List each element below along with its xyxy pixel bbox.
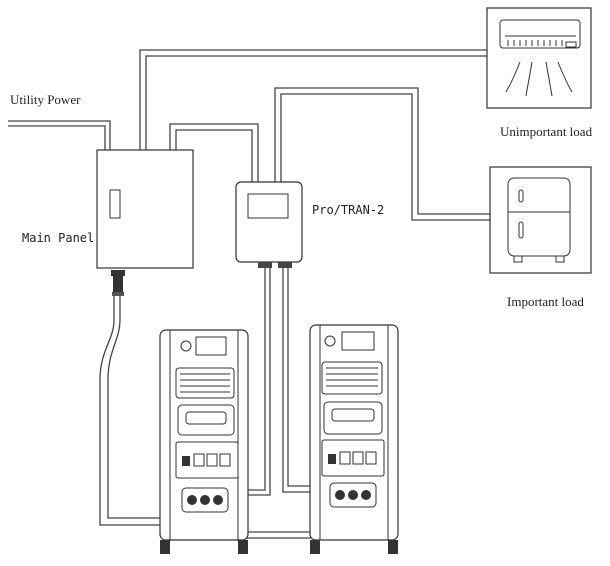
- wires: [8, 49, 497, 539]
- main-panel-breaker: [109, 189, 121, 219]
- plug-icon: [111, 270, 125, 296]
- unimportant-load-label: Unimportant load: [500, 124, 593, 139]
- important-load-label: Important load: [507, 294, 584, 309]
- main-panel-label: Main Panel: [22, 231, 94, 245]
- power-station-icon: [309, 324, 399, 554]
- refrigerator-icon: [489, 166, 592, 274]
- main-panel: [96, 149, 194, 269]
- transfer-switch-label: Pro/TRAN-2: [312, 203, 384, 217]
- air-conditioner-icon: [486, 7, 592, 109]
- power-station-icon: [159, 329, 249, 554]
- transfer-switch: [235, 181, 303, 268]
- utility-power-label: Utility Power: [10, 92, 81, 107]
